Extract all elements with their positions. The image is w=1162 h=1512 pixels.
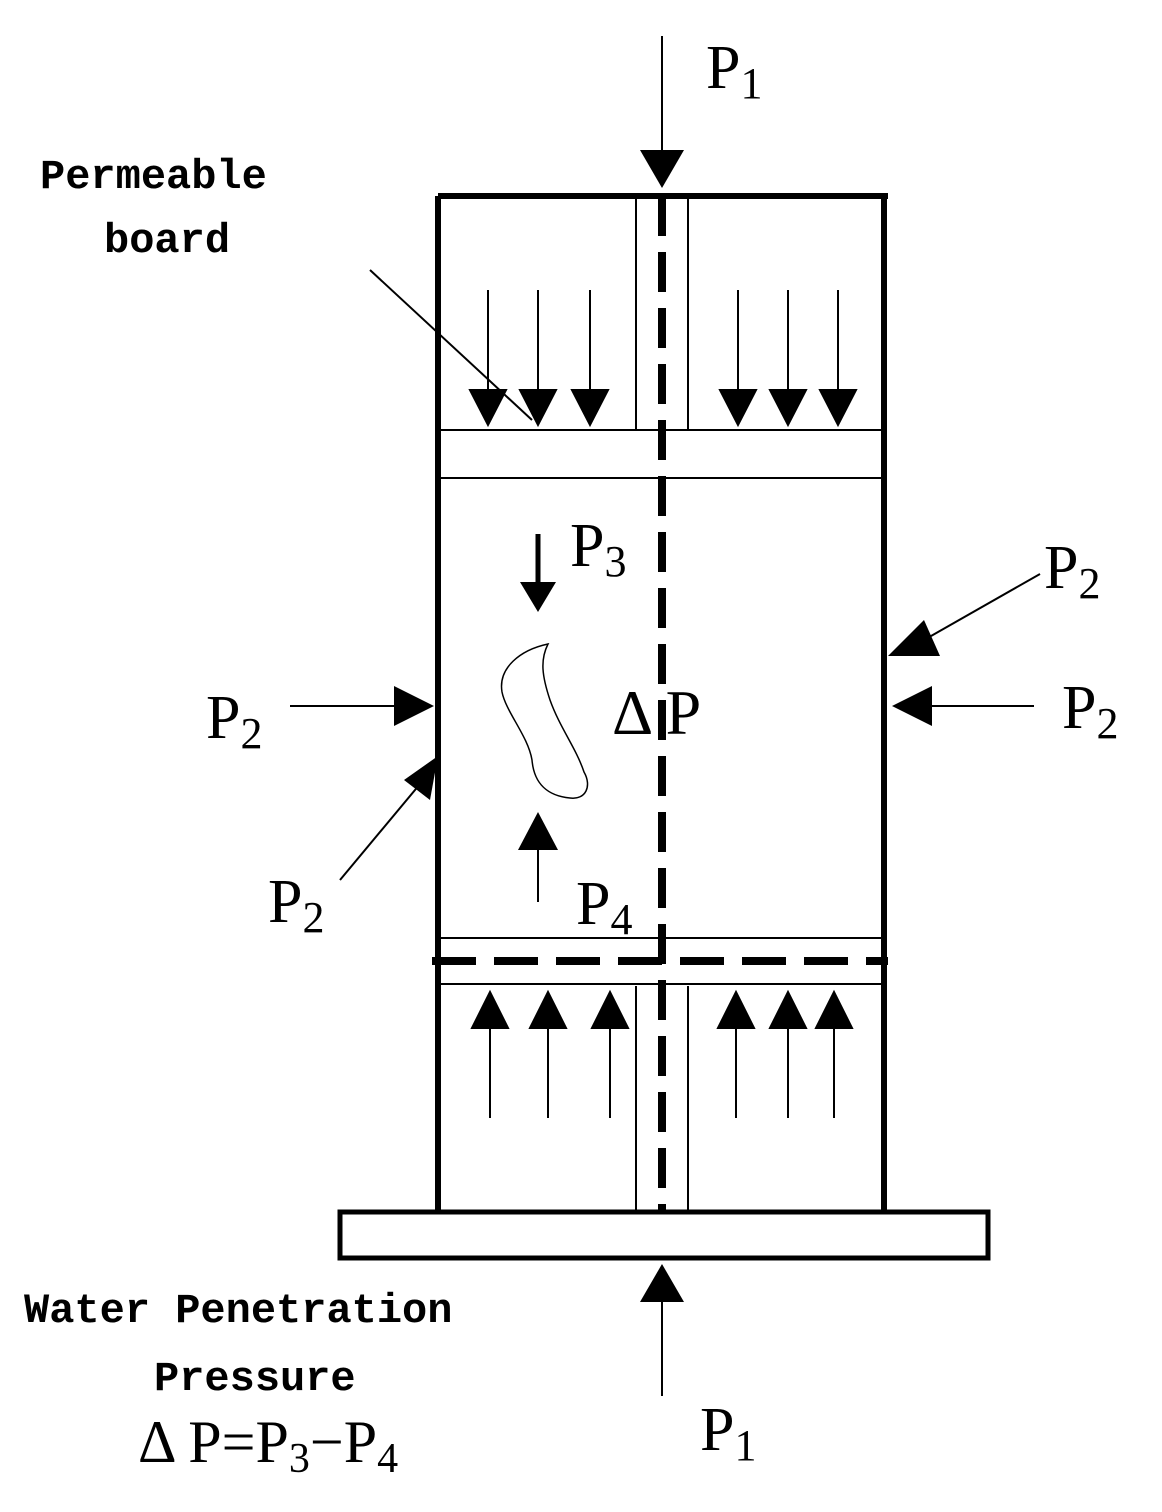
top-flow-arrows [468,290,858,428]
p2-right-upper-label: P2 [1044,534,1100,608]
p3-label: P3 [570,512,626,586]
water-pressure-label-line1: Water Penetration [24,1287,452,1335]
p2-right-diagonal-arrow [888,573,1041,656]
water-pressure-label-line2: Pressure [154,1355,356,1403]
permeable-board-label-line2: board [104,217,230,265]
p4-arrow [518,812,558,902]
p4-label: P4 [576,870,632,944]
bottom-piston-rod [635,986,689,1210]
base-plate [337,1209,991,1261]
p2-left-label: P2 [206,684,262,758]
p1-top-arrow [640,36,684,188]
p2-right-label: P2 [1062,674,1118,748]
permeable-board-label-line1: Permeable [40,153,267,201]
p1-bottom-arrow [640,1264,684,1396]
p1-top-label: P1 [706,34,762,108]
permeable-board-leader [369,269,533,421]
pressure-formula: Δ P=P3−P4 [138,1409,398,1482]
p2-left-diagonal-arrow [339,756,438,881]
p1-bottom-label: P1 [700,1396,756,1470]
top-piston-rod [635,198,689,430]
seepage-crack-sketch [500,642,589,799]
p2-left-lower-label: P2 [268,868,324,942]
delta-p-label: Δ P [612,677,701,748]
bottom-flow-arrows [470,989,854,1118]
p2-left-arrow [290,686,434,726]
p2-right-arrow [892,686,1034,726]
p3-arrow [520,534,556,612]
